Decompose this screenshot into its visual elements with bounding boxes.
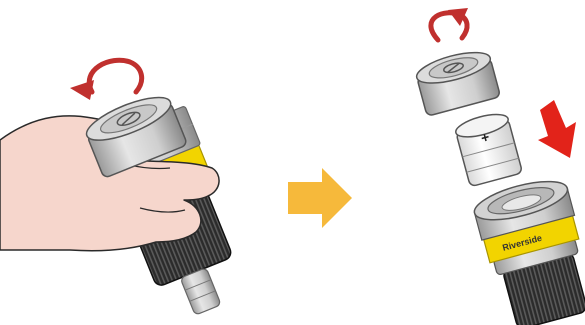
rotate-ccw-icon-2 [431, 8, 468, 40]
arrow-right-icon [288, 168, 352, 228]
step-replace-battery: + Riverside [414, 8, 585, 325]
battery-icon: + [454, 110, 523, 187]
cap-removed [414, 46, 501, 116]
rotate-ccw-icon [70, 60, 142, 100]
device-body-right: Riverside [471, 174, 585, 325]
step-unscrew: Riverside [0, 60, 259, 325]
arrow-down-icon [538, 100, 576, 158]
